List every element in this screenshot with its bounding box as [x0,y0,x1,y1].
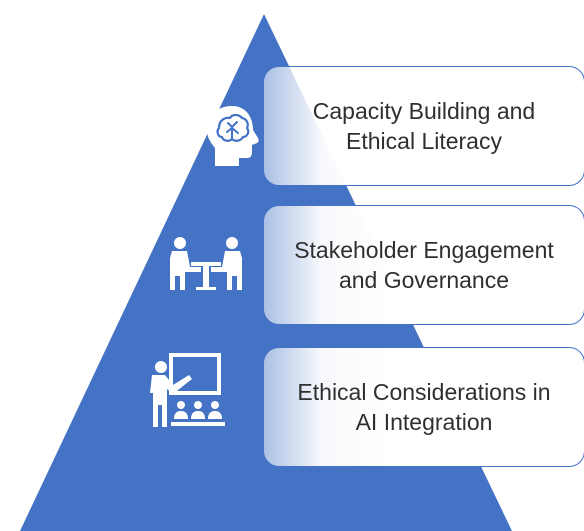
level-label-line1: Capacity Building and [312,97,536,124]
level-box-stakeholder-engagement: Stakeholder Engagement and Governance [263,205,584,325]
presentation-board-icon [150,353,225,427]
level-box-ethical-considerations: Ethical Considerations in AI Integration [263,347,584,467]
level-label-line1: Stakeholder Engagement [294,236,554,263]
level-label-line2: Ethical Literacy [346,128,502,154]
level-label-line1: Ethical Considerations in [297,378,551,405]
level-label-line2: and Governance [338,267,510,293]
brain-head-icon [207,106,259,166]
level-label-line2: AI Integration [355,409,493,435]
meeting-table-icon [170,237,242,290]
level-box-capacity-building: Capacity Building and Ethical Literacy [263,66,584,186]
